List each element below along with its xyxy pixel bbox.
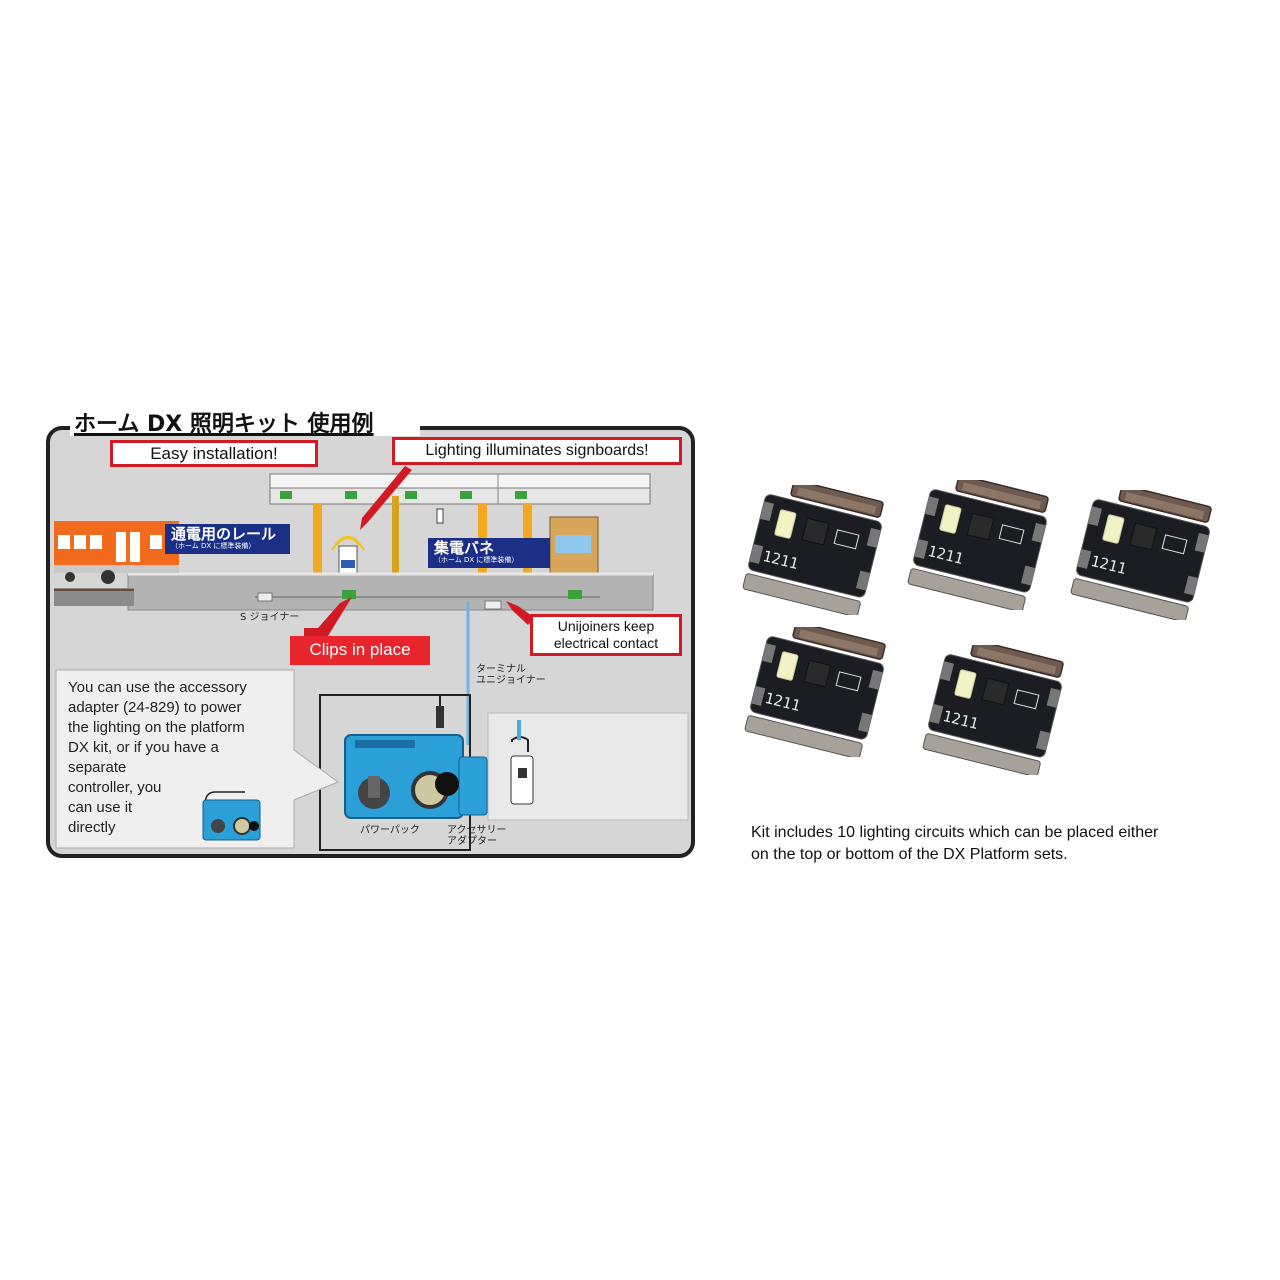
terminal-unijoiner-line1: ターミナル xyxy=(476,664,526,675)
lighting-circuit-board: 1211 xyxy=(907,480,1049,610)
separate-controller xyxy=(202,791,261,841)
train-car xyxy=(54,521,179,584)
lighting-circuit-board: 1211 xyxy=(742,485,884,615)
adapter-device xyxy=(510,720,534,805)
lighting-circuit-board: 1211 xyxy=(1070,490,1212,620)
lighting-circuit-board: 1211 xyxy=(922,645,1064,775)
platform-clip xyxy=(568,590,582,599)
accessory-adapter-line1: アクセサリー xyxy=(447,825,507,836)
canopy-clip xyxy=(405,491,417,499)
unijoiners-callout: Unijoiners keep electrical contact xyxy=(530,614,682,656)
rail-label-title: 通電用のレール xyxy=(171,525,277,543)
note-line: can use it xyxy=(68,799,133,816)
accessory-adapter-line2: アダプター xyxy=(447,836,497,847)
accessory-adapter xyxy=(435,756,488,816)
note-text: You can use the accessory adapter (24-82… xyxy=(68,678,247,838)
note-line: separate xyxy=(68,759,127,776)
canopy-clip xyxy=(345,491,357,499)
track xyxy=(54,588,134,606)
canopy-clip xyxy=(515,491,527,499)
clips-in-place-callout: Clips in place xyxy=(309,640,411,659)
spring-label-sub: （ホーム DX に標準装備） xyxy=(434,555,519,564)
note-line: DX kit, or if you have a xyxy=(68,739,219,756)
callout-arrows xyxy=(304,466,535,640)
lighting-circuit-board: 1211 xyxy=(744,627,886,757)
spring-label-title: 集電バネ xyxy=(434,539,495,557)
canopy-clip xyxy=(460,491,472,499)
platform-canopy xyxy=(269,473,651,505)
lighting-signboards-callout: Lighting illuminates signboards! xyxy=(392,437,682,465)
product-caption: Kit includes 10 lighting circuits which … xyxy=(751,822,1261,866)
s-joiner-label: S ジョイナー xyxy=(240,612,300,623)
caption-line: Kit includes 10 lighting circuits which … xyxy=(751,824,1159,841)
canopy-clip xyxy=(280,491,292,499)
note-line: the lighting on the platform xyxy=(68,719,245,736)
diagram-heading: ホーム DX 照明キット 使用例 xyxy=(74,412,374,437)
note-line: directly xyxy=(68,819,116,836)
platform-body xyxy=(127,573,654,611)
vending-machine xyxy=(549,516,599,576)
note-line: adapter (24-829) to power xyxy=(68,699,242,716)
hanging-lamp xyxy=(436,508,444,524)
signboard xyxy=(331,536,365,581)
accessory-adapter-label: アクセサリー アダプター xyxy=(447,825,507,847)
note-line: You can use the accessory xyxy=(68,679,247,696)
clips-callout-bg xyxy=(290,636,430,665)
power-pack xyxy=(344,694,464,819)
note-box xyxy=(55,669,340,849)
note-line: controller, you xyxy=(68,779,162,796)
unijoiner xyxy=(484,600,502,610)
caption-line: on the top or bottom of the DX Platform … xyxy=(751,846,1068,863)
rail-label: 通電用のレール （ホーム DX に標準装備） xyxy=(165,524,290,554)
easy-installation-callout: Easy installation! xyxy=(110,440,318,467)
power-pack-label: パワーパック xyxy=(360,825,420,836)
rail-label-sub: （ホーム DX に標準装備） xyxy=(171,541,256,550)
platform-clip xyxy=(342,590,356,599)
spring-label: 集電バネ （ホーム DX に標準装備） xyxy=(428,538,550,568)
unijoiners-callout-text: Unijoiners keep electrical contact xyxy=(553,618,659,651)
terminal-unijoiner-label: ターミナル ユニジョイナー xyxy=(476,664,546,686)
heading-background xyxy=(70,408,420,436)
s-joiner xyxy=(257,592,273,602)
terminal-unijoiner-line2: ユニジョイナー xyxy=(476,675,546,686)
